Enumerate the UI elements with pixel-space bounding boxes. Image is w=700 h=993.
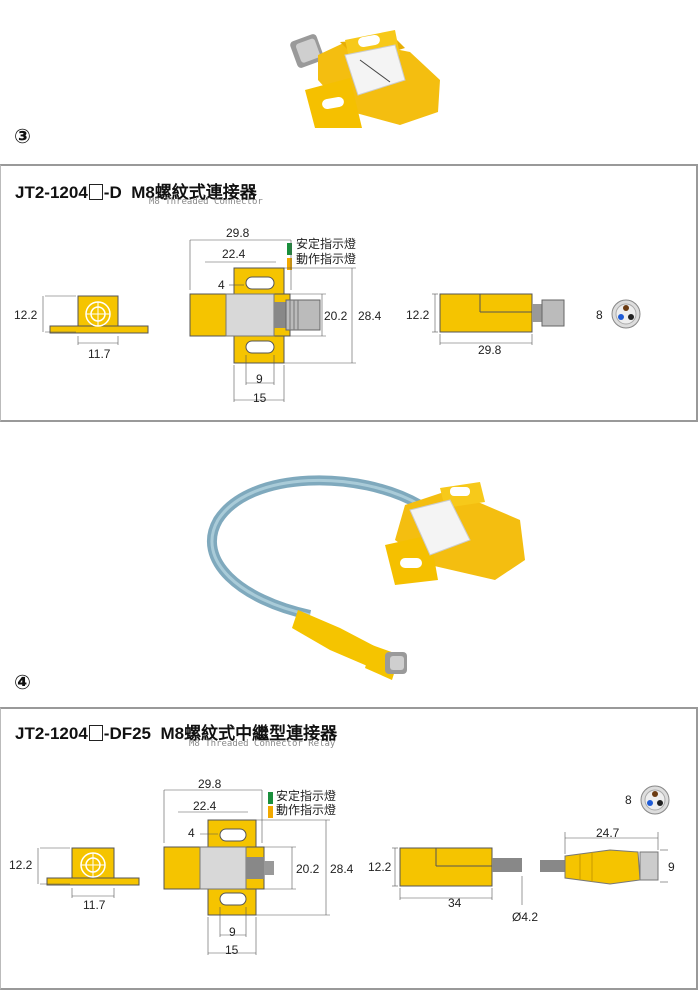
dim-slot-1: 4 [218,278,225,292]
dim-long-height-2: 12.2 [368,860,392,874]
dim-body-height-1: 20.2 [324,309,348,323]
blank-box-icon [88,184,103,200]
dim-total-height-1: 28.4 [358,309,382,323]
legend-stable-2: 安定指示燈 [276,789,337,803]
dim-plug-length: 24.7 [596,826,620,840]
panel-subtitle-2: M8 Threaded Connector Relay [189,739,336,749]
spec-panel-2: JT2-1204-DF25 M8螺紋式中繼型連接器 M8 Threaded Co… [0,707,698,990]
dim-cable-diameter: Ø4.2 [512,910,539,924]
dim-flange-2: 15 [225,943,239,957]
panel-title-2: JT2-1204-DF25 M8螺紋式中繼型連接器 [15,724,338,743]
panel-subtitle-1: M8 Threaded Connector [149,197,263,207]
dim-long-height-1: 12.2 [406,308,430,322]
dim-side-height-1: 12.2 [14,308,38,322]
legend-stable-1: 安定指示燈 [296,237,357,251]
legend-action-1: 動作指示燈 [296,252,357,266]
dim-plug-diameter: 9 [668,860,675,874]
dim-total-width-2: 29.8 [198,777,222,791]
dim-long-length-2: 34 [448,896,462,910]
section-number-3: ③ [14,124,31,148]
dim-long-length-1: 29.8 [478,343,502,357]
dim-flange-1: 15 [253,391,267,405]
dim-total-height-2: 28.4 [330,862,354,876]
dim-total-width-1: 29.8 [226,226,250,240]
spec-panel-1: JT2-1204-D M8螺紋式連接器 M8 Threaded Connecto… [0,164,698,422]
section-number-4: ④ [14,670,31,694]
dim-pin-2: 8 [625,793,632,807]
dim-side-width-1: 11.7 [88,347,111,361]
product-photo-1 [290,30,440,128]
dim-side-width-2: 11.7 [83,898,106,912]
dim-hole-1: 9 [256,372,263,386]
dim-pin-1: 8 [596,308,603,322]
dim-hole-2: 9 [229,925,236,939]
dim-slot-span-2: 22.4 [193,799,217,813]
dim-body-height-2: 20.2 [296,862,320,876]
blank-box-icon [88,725,103,741]
dim-slot-2: 4 [188,826,195,840]
panel-title-1: JT2-1204-D M8螺紋式連接器 [15,183,257,202]
legend-action-2: 動作指示燈 [276,803,337,817]
dim-slot-span-1: 22.4 [222,247,246,261]
dim-side-height-2: 12.2 [9,858,33,872]
